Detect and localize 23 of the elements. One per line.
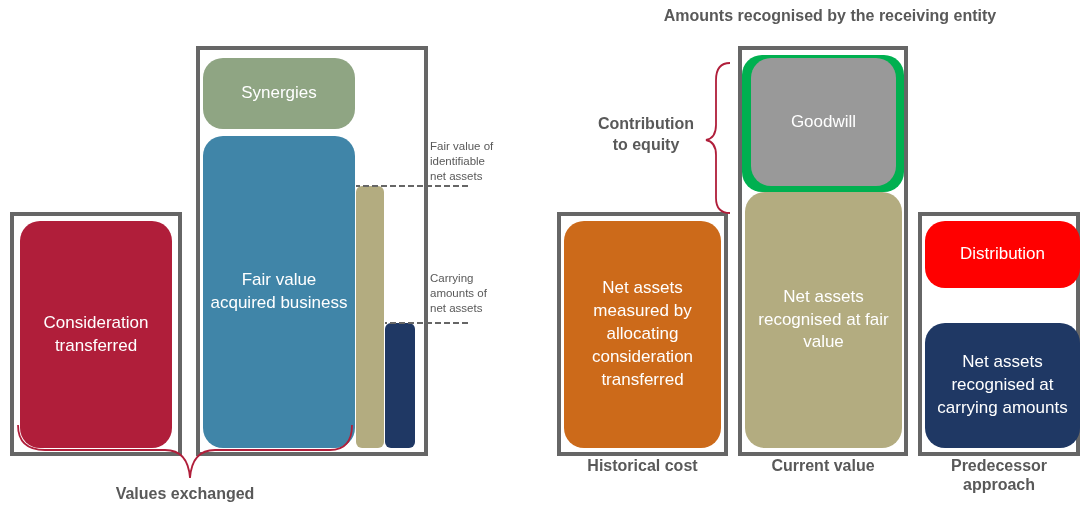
frame-box [196,46,428,456]
section-heading: Amounts recognised by the receiving entity [662,6,998,26]
leader-line [384,322,469,324]
column-heading: Historical cost [586,456,699,476]
annotation-text: Carrying amounts of net assets [430,271,504,322]
value-block: Distribution [925,221,1080,288]
brace-label: Contribution to equity [597,114,695,155]
highlight-block [742,55,904,192]
value-block: Fair value acquired business [203,136,355,448]
value-bar [356,186,384,448]
brace-label: Values exchanged [114,484,256,504]
frame-box [10,212,182,456]
value-block: Goodwill [751,58,896,186]
column-heading: Predecessor approach [949,456,1049,495]
annotation-text: Fair value of identifiable net assets [430,139,504,186]
value-block: Net assets recognised at carrying amounts [925,323,1080,448]
value-bar [385,323,415,448]
column-heading: Current value [770,456,876,476]
value-block: Consideration transferred [20,221,172,448]
value-block: Net assets measured by allocating consideration transferred [564,221,721,448]
value-block: Net assets recognised at fair value [745,192,902,448]
value-block: Synergies [203,58,355,129]
leader-line [355,185,469,187]
